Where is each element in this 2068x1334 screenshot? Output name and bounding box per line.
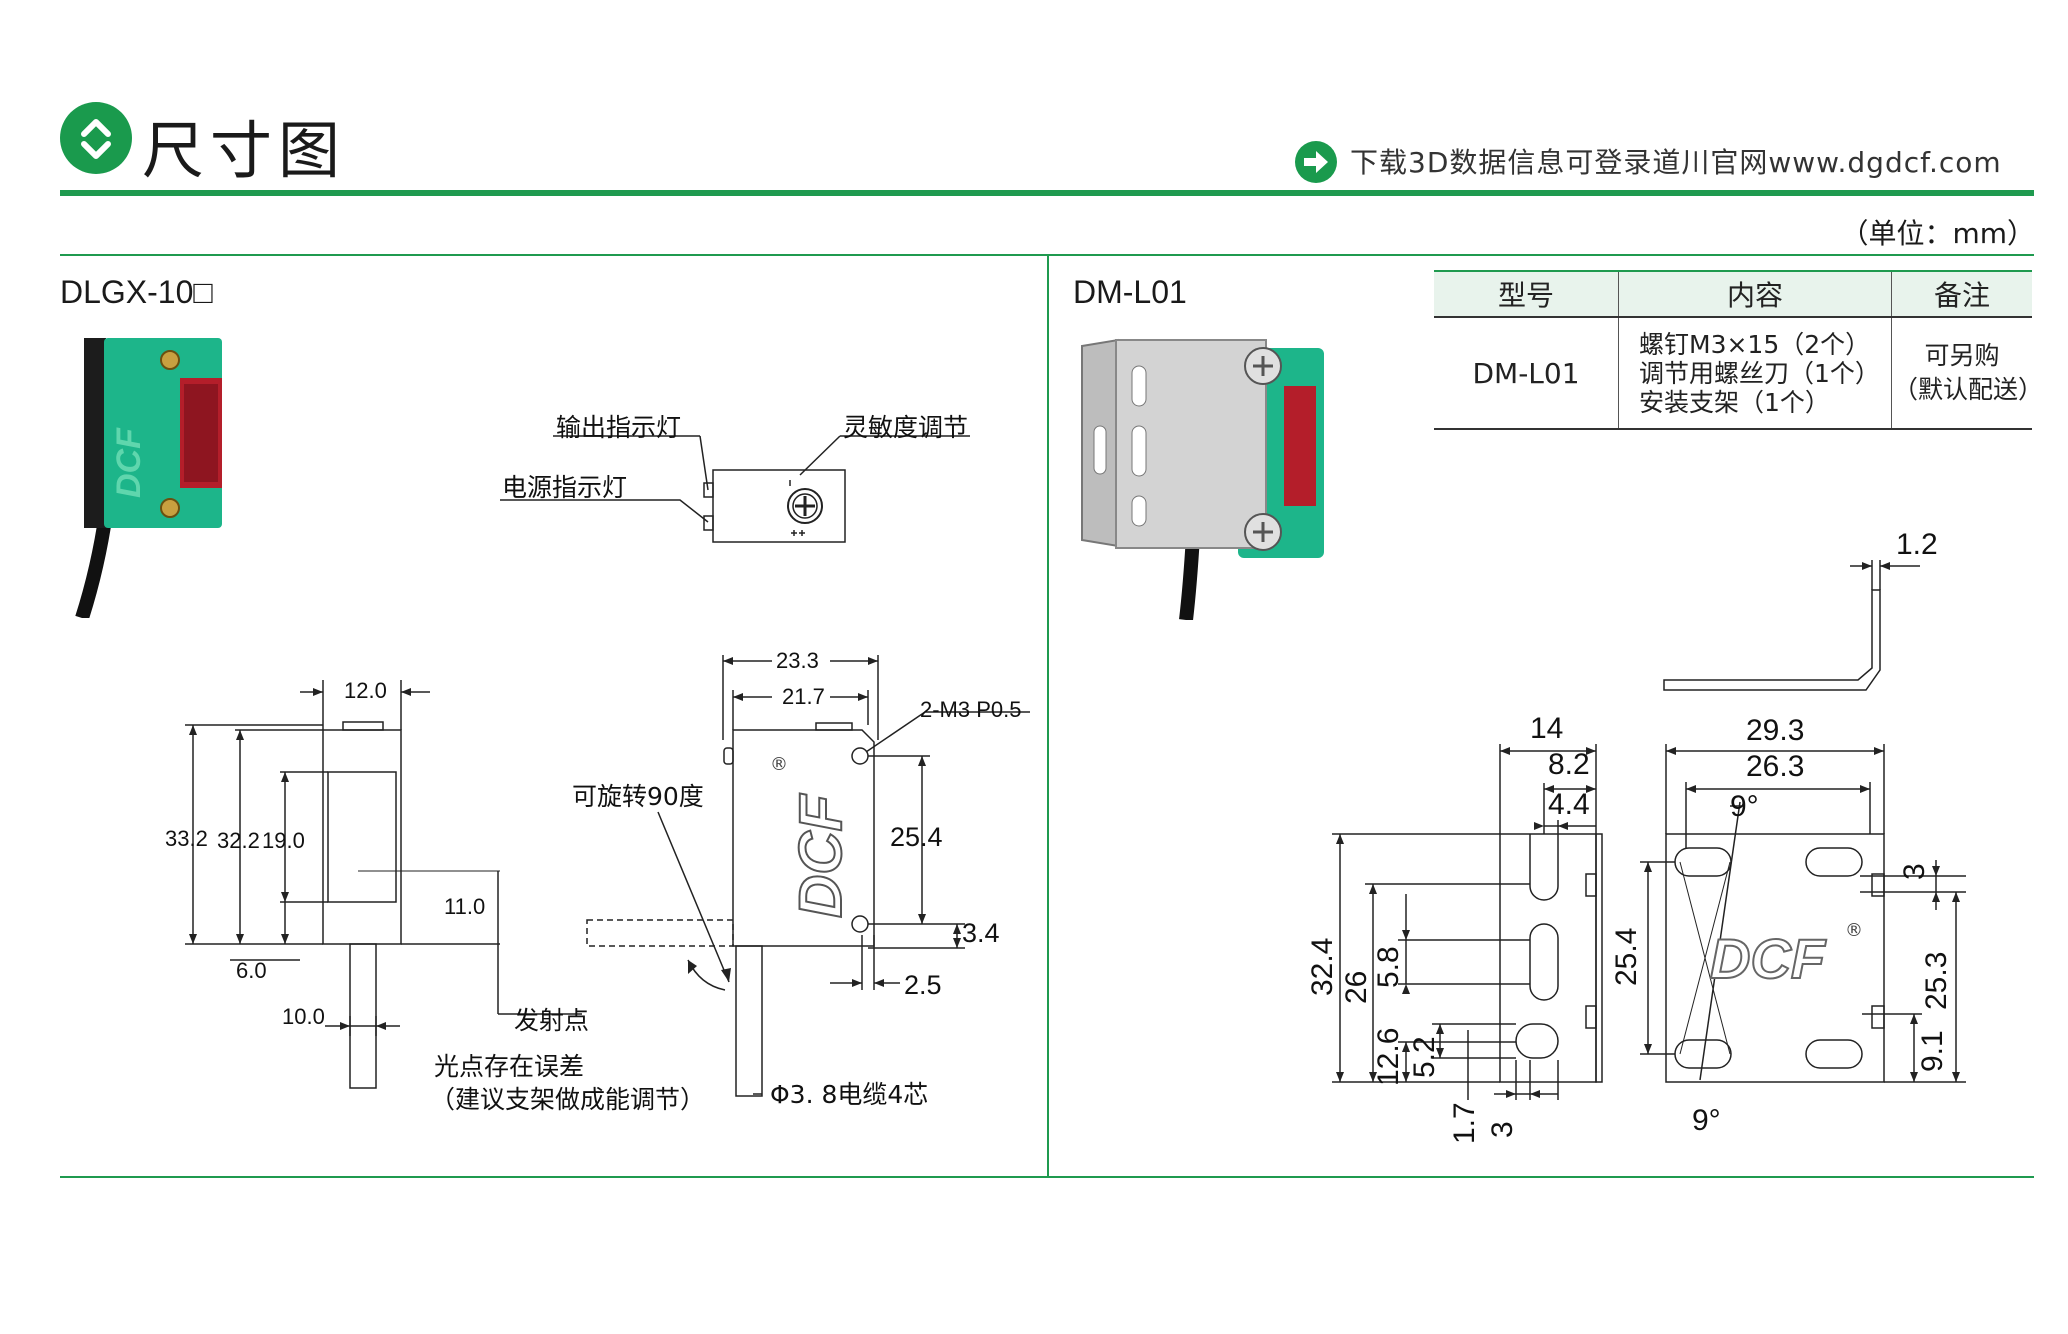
dim-25-4-right: 25.4 [1610,927,1643,986]
table-header-contents: 内容 [1618,270,1892,318]
remark-line: （默认配送） [1893,375,2044,404]
dim-29-3: 29.3 [1746,714,1805,747]
dim-19: 19.0 [262,828,305,853]
label-spot-error-note: （建议支架做成能调节） [430,1085,706,1114]
model-dlgx: DLGX-10□ [60,274,213,310]
dim-32-2: 32.2 [217,828,260,853]
sensor-brand-text: DCF [110,427,148,498]
content-line: 调节用螺丝刀（1个） [1639,358,1880,388]
dim-3-right: 3 [1898,863,1931,880]
dim-8-2: 8.2 [1548,748,1590,781]
dim-angle-bottom: 9° [1692,1104,1721,1137]
label-spot-error: 光点存在误差 [434,1052,585,1081]
dim-10: 10.0 [282,1004,325,1029]
registered-mark: ® [1845,920,1863,941]
dim-2-5: 2.5 [904,970,942,1000]
bracket-photo [1078,336,1328,621]
dim-25-4-left: 25.4 [890,822,943,852]
table-cell-remark: 可另购 （默认配送） [1891,317,2044,430]
bracket-brand: DCF [1709,926,1826,991]
remark-line: 可另购 [1924,341,2000,370]
table-header-remark: 备注 [1891,270,2032,318]
dim-25-3: 25.3 [1920,951,1953,1010]
dim-6: 6.0 [236,958,267,983]
model-dm-l01: DM-L01 [1073,274,1187,310]
table-header-model: 型号 [1434,270,1619,318]
content-line: 安装支架（1个） [1639,387,1830,417]
dim-1-7: 1.7 [1448,1102,1481,1144]
section-divider [1047,256,1049,1178]
dim-14: 14 [1530,712,1564,745]
dim-12-6: 12.6 [1372,1027,1405,1086]
dim-26-3: 26.3 [1746,750,1805,783]
content-line: 螺钉M3×15（2个） [1639,329,1871,359]
registered-mark: ® [770,754,788,775]
dim-angle-top: 9° [1730,790,1759,823]
website-note: 下载3D数据信息可登录道川官网www.dgdcf.com [1350,146,2002,179]
dim-21-7: 21.7 [782,684,825,709]
arrow-right-icon [1294,140,1338,184]
dim-9-1: 9.1 [1916,1030,1949,1072]
dim-4-4: 4.4 [1548,788,1590,821]
dim-1-2: 1.2 [1896,528,1938,561]
dim-23-3: 23.3 [776,648,819,673]
label-thread: 2-M3 P0.5 [920,697,1022,722]
label-output-indicator: 输出指示灯 [556,413,682,442]
page-title: 尺寸图 [142,114,347,187]
dim-5-8: 5.8 [1372,946,1405,988]
accessory-table: 型号 内容 备注 DM-L01 螺钉M3×15（2个） 调节用螺丝刀（1个） 安… [1434,270,2044,430]
dim-3-bottom: 3 [1486,1121,1519,1138]
label-emission-point: 发射点 [514,1006,590,1035]
dim-32-4: 32.4 [1306,937,1339,996]
sensor-photo: DCF [70,328,230,621]
label-sensitivity-adjust: 灵敏度调节 [843,413,969,442]
dim-3-4: 3.4 [962,918,1000,948]
dim-11: 11.0 [444,894,486,919]
dim-26: 26 [1340,970,1373,1004]
table-cell-contents: 螺钉M3×15（2个） 调节用螺丝刀（1个） 安装支架（1个） [1618,317,1892,430]
table-cell-model: DM-L01 [1434,317,1619,430]
label-rotatable: 可旋转90度 [572,782,704,811]
dim-12: 12.0 [344,678,387,703]
dim-33-2: 33.2 [165,826,208,851]
updown-icon [60,102,132,174]
unit-note: （单位：mm） [1840,217,2035,250]
dim-5-2: 5.2 [1408,1036,1441,1078]
header-divider [60,190,2034,196]
section-top-line [60,254,2034,256]
label-cable: Φ3. 8电缆4芯 [770,1080,929,1109]
section-bottom-line [60,1176,2034,1178]
label-power-indicator: 电源指示灯 [502,473,628,502]
